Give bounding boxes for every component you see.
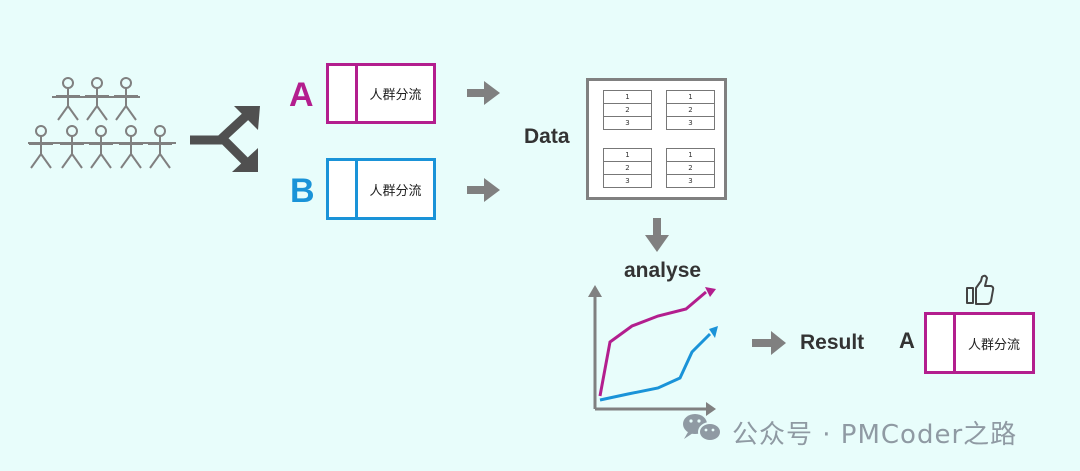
result-label: Result: [800, 331, 865, 354]
data-document: 1 2 3 1 2 3 1 2 3 1 2 3: [586, 78, 727, 200]
person-icon: [60, 125, 84, 169]
data-table: 1 2 3: [603, 90, 652, 130]
data-table-cell: 2: [667, 103, 714, 116]
data-table-cell: 2: [604, 103, 651, 116]
thumbs-up-icon: [966, 274, 995, 305]
arrow-right-icon: [467, 178, 500, 202]
variant-b-letter: B: [290, 172, 315, 210]
person-icon: [29, 125, 53, 169]
person-icon: [114, 77, 138, 121]
data-table: 1 2 3: [666, 90, 715, 130]
data-table-cell: 1: [625, 151, 630, 159]
data-table-cell: 3: [667, 116, 714, 129]
variant-a-box: 人群分流: [326, 63, 436, 124]
variant-a-box-stub: [329, 66, 358, 121]
data-table-cell: 3: [604, 116, 651, 129]
person-icon: [89, 125, 113, 169]
arrow-down-icon: [645, 218, 669, 252]
chart-series-arrowhead-b: [709, 326, 718, 338]
analyse-label: analyse: [624, 259, 702, 282]
wechat-icon: [683, 414, 722, 442]
person-icon: [119, 125, 143, 169]
arrow-right-icon: [752, 331, 786, 355]
result-box-stub: [927, 315, 956, 371]
chart-x-arrowhead: [706, 402, 716, 416]
chart-series-line-a: [598, 290, 707, 397]
data-table-cell: 1: [625, 93, 630, 101]
person-icon: [85, 77, 109, 121]
variant-b-box-stub: [329, 161, 358, 217]
line-chart: [588, 285, 718, 416]
person-icon: [56, 77, 80, 121]
result-letter: A: [899, 328, 915, 353]
result-box-label: 人群分流: [967, 337, 1020, 353]
data-table-cell: 2: [667, 161, 714, 174]
watermark-text: 公众号 · PMCoder之路: [732, 420, 1018, 450]
data-table-cell: 1: [688, 151, 693, 159]
data-table: 1 2 3: [603, 148, 652, 188]
data-table: 1 2 3: [666, 148, 715, 188]
result-box: 人群分流: [924, 312, 1035, 374]
data-table-cell: 2: [604, 161, 651, 174]
variant-a-letter: A: [289, 76, 314, 114]
chart-series-line-b: [599, 332, 712, 402]
data-table-cell: 1: [688, 93, 693, 101]
variant-b-label: 人群分流: [369, 183, 422, 199]
arrow-right-icon: [467, 81, 500, 105]
chart-axes: [593, 294, 708, 411]
person-icon: [148, 125, 172, 169]
data-table-cell: 3: [667, 174, 714, 187]
people-crowd-icon: [28, 77, 176, 169]
chart-y-arrowhead: [588, 285, 602, 297]
chart-series-arrowhead-a: [705, 287, 716, 297]
variant-a-label: 人群分流: [369, 88, 422, 103]
data-table-cell: 3: [604, 174, 651, 187]
variant-b-box: 人群分流: [326, 158, 436, 220]
data-label: Data: [524, 125, 570, 148]
split-arrow-icon: [190, 106, 260, 172]
